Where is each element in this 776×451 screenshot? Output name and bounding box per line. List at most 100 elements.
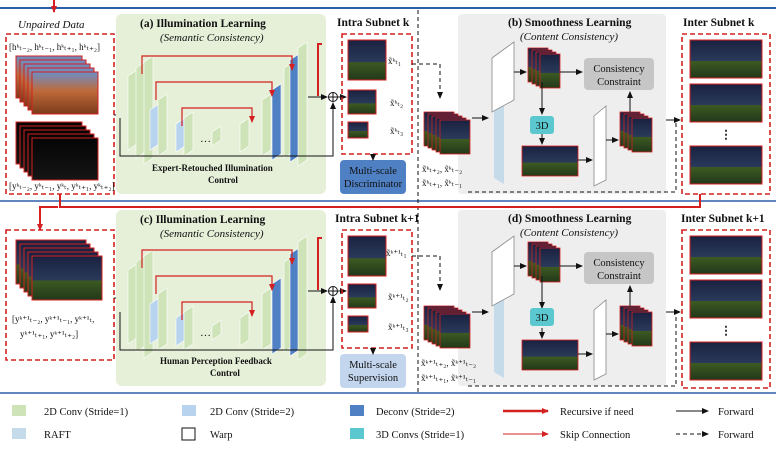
unet-layer-block — [149, 103, 160, 151]
unet-layer-block — [157, 287, 168, 351]
y-sequence-label: [yᵏₜ₋₂, yᵏₜ₋₁, yᵏₜ, yᵏₜ₊₁, yᵏₜ₊₂] — [9, 181, 115, 191]
frame-stack-item — [521, 145, 579, 177]
flow-label-1-bottom: x̃ᵏ⁺¹ₜ₊₂, x̃ᵏ⁺¹ₜ₋₂ — [421, 358, 476, 368]
inter-subnet-k-title: Inter Subnet k — [683, 17, 755, 29]
warp-block — [491, 41, 515, 113]
legend-conv3d: 3D Convs (Stride=1) — [376, 430, 465, 441]
unet-layer-block — [297, 41, 308, 167]
warp-block — [593, 299, 607, 381]
frame-stack-item — [439, 313, 471, 349]
smoothness-stacks-bottom — [423, 235, 653, 381]
legend-conv3d-swatch — [350, 428, 364, 439]
residual-path — [119, 102, 336, 157]
recursive-arrow — [317, 237, 322, 290]
frame-stack-item — [521, 339, 579, 371]
consistency-label-2-top: Constraint — [597, 77, 641, 88]
residual-path — [119, 296, 336, 351]
panel-a-caption-1: Expert-Retouched Illumination — [152, 163, 273, 173]
y-sequence-bottom-2: yᵏ⁺¹ₜ₊₁, yᵏ⁺¹ₜ₊₂] — [20, 329, 78, 339]
legend-conv2d-s1: 2D Conv (Stride=1) — [44, 407, 129, 418]
legend: 2D Conv (Stride=1) 2D Conv (Stride=2) De… — [12, 405, 754, 441]
input-frame-stack-bottom — [15, 239, 103, 301]
consistency-label-2-bottom: Constraint — [597, 271, 641, 282]
intra-subnet-k1-title: Intra Subnet k+1 — [335, 213, 420, 225]
bottom-row: [yᵏ⁺¹ₜ₋₂, yᵏ⁺¹ₜ₋₁, yᵏ⁺¹ₜ, yᵏ⁺¹ₜ₊₁, yᵏ⁺¹ₜ… — [5, 210, 771, 389]
legend-skip: Skip Connection — [560, 430, 631, 441]
unet-layer-block — [175, 117, 186, 153]
multiscale-discriminator-box — [340, 160, 406, 194]
frame-stack-item — [539, 247, 561, 283]
consistency-label-1-top: Consistency — [593, 64, 645, 75]
panel-c-title: (c) Illumination Learning — [140, 214, 265, 226]
discriminator-label-2: Discriminator — [344, 179, 403, 190]
legend-conv2d-s1-swatch — [12, 405, 26, 416]
unet-layer-block — [211, 125, 222, 147]
panel-d-subtitle: (Content Consistency) — [520, 227, 618, 239]
unet-layer-block — [261, 93, 272, 157]
x3-label: x̃ᵏₜ₃ — [390, 126, 403, 136]
unet-layer-block — [175, 311, 186, 347]
h-sequence-label: [hᵏₜ₋₂, hᵏₜ₋₁, hᵏₜ₊₁, hᵏₜ₊₂] — [9, 42, 100, 52]
conv3d-box-top — [530, 116, 554, 134]
panel-a-subtitle: (Semantic Consistency) — [160, 32, 264, 44]
frame-stack-item — [539, 53, 561, 89]
unet-top: … — [119, 41, 347, 167]
legend-warp-swatch — [181, 427, 196, 441]
supervision-label-2: Supervision — [348, 373, 399, 384]
skip-connection — [155, 275, 275, 294]
inter-dots-bottom: ⋮ — [720, 324, 732, 337]
skip-connection — [181, 301, 255, 320]
conv3d-box-bottom — [530, 308, 554, 326]
unet-layer-block — [289, 53, 300, 163]
skip-connection — [141, 249, 295, 268]
consistency-constraint-box-top — [584, 58, 654, 90]
unet-ellipsis: … — [200, 133, 211, 145]
skip-connection — [181, 107, 255, 126]
unet-layer-block — [271, 83, 282, 161]
legend-deconv: Deconv (Stride=2) — [376, 407, 455, 418]
consistency-constraint-box-bottom — [584, 252, 654, 284]
legend-deconv-swatch — [350, 405, 364, 416]
skip-connection — [141, 55, 295, 74]
x3-label-bottom: x̃ᵏ⁺¹ₜ₃ — [388, 322, 409, 332]
warp-block — [593, 105, 607, 187]
recursive-arrow — [317, 43, 322, 96]
conv3d-label-bottom: 3D — [536, 313, 549, 324]
conv3d-label-top: 3D — [536, 121, 549, 132]
flow-label-2-top: x̃ᵏₜ₊₁, x̃ᵏₜ₋₁ — [422, 178, 462, 188]
warp-block — [491, 235, 515, 307]
unet-layer-block — [149, 297, 160, 345]
panel-d-title: (d) Smoothness Learning — [508, 213, 632, 225]
intra-subnet-k1-box — [341, 229, 413, 349]
multiscale-supervision-box — [340, 354, 406, 388]
panel-c-caption-1: Human Perception Feedback — [160, 356, 272, 366]
x2-label: x̃ᵏₜ₂ — [390, 98, 403, 108]
input-frame-stack-bright — [15, 55, 99, 115]
x1-label: x̃ᵏₜ₁ — [388, 56, 401, 66]
unet-layer-block — [297, 235, 308, 361]
frame-stack-item — [631, 117, 653, 153]
discriminator-label-1: Multi-scale — [349, 166, 397, 177]
smoothness-stacks-top — [423, 41, 653, 187]
unet-layer-block — [135, 61, 146, 159]
intra-subnet-k-title: Intra Subnet k — [337, 17, 410, 29]
inter-dots-top: ⋮ — [720, 128, 732, 141]
inter-subnet-k1-box — [681, 229, 771, 389]
legend-forward-solid: Forward — [718, 407, 754, 418]
unet-layer-block — [135, 255, 146, 353]
unet-layer-block — [183, 305, 194, 351]
y-sequence-bottom-1: [yᵏ⁺¹ₜ₋₂, yᵏ⁺¹ₜ₋₁, yᵏ⁺¹ₜ, — [12, 314, 94, 324]
legend-conv2d-s2: 2D Conv (Stride=2) — [210, 407, 295, 418]
panel-c-subtitle: (Semantic Consistency) — [160, 228, 264, 240]
unet-layer-block — [127, 263, 138, 345]
inter-subnet-k1-title: Inter Subnet k+1 — [681, 213, 765, 225]
legend-forward-dashed: Forward — [718, 430, 754, 441]
unet-ellipsis: … — [200, 327, 211, 339]
consistency-label-1-bottom: Consistency — [593, 258, 645, 269]
supervision-label-1: Multi-scale — [349, 360, 397, 371]
panel-a-title: (a) Illumination Learning — [140, 18, 266, 30]
panel-b-title: (b) Smoothness Learning — [508, 17, 632, 29]
legend-raft: RAFT — [44, 430, 71, 441]
unet-bottom: … — [119, 235, 347, 361]
